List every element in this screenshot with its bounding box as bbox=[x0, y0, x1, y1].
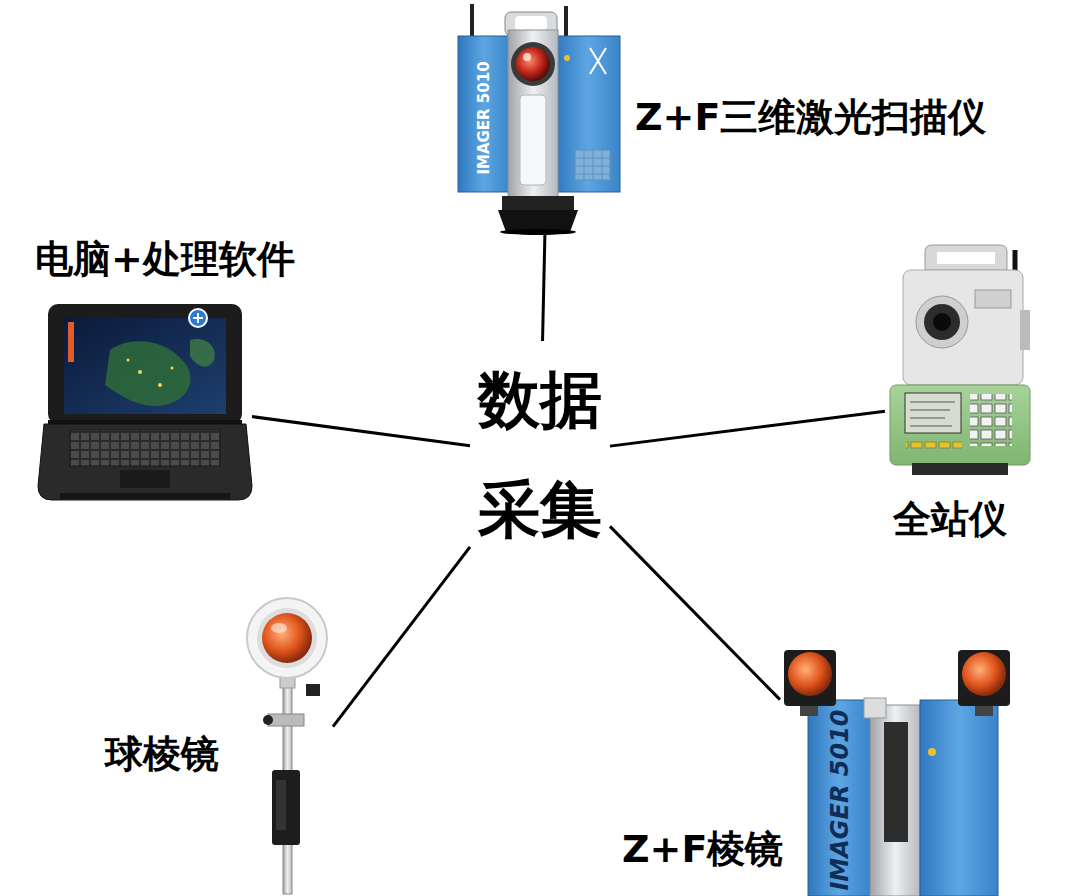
display-lines bbox=[910, 402, 955, 426]
city-light bbox=[171, 367, 174, 370]
station-body bbox=[903, 270, 1023, 385]
telescope-lens bbox=[924, 304, 960, 340]
device-label: 球棱镜 bbox=[105, 733, 219, 777]
laptop-screen bbox=[64, 318, 226, 414]
logo-mark bbox=[590, 48, 606, 74]
touchpad bbox=[120, 470, 170, 488]
handle-hole bbox=[515, 16, 547, 30]
status-dot bbox=[564, 55, 570, 61]
rod-clamp bbox=[268, 714, 304, 726]
station-lower-body bbox=[890, 385, 1030, 465]
prism-holder bbox=[784, 650, 836, 706]
telescope-ring bbox=[916, 296, 968, 348]
tribrach bbox=[498, 210, 578, 232]
lens-highlight bbox=[523, 53, 531, 61]
laptop-handle bbox=[60, 493, 230, 499]
device-label: Z+F三维激光扫描仪 bbox=[635, 96, 986, 140]
station-keypad bbox=[970, 394, 1012, 446]
connector-line bbox=[333, 547, 470, 727]
prism-glass bbox=[962, 652, 1006, 696]
device-label: Z+F棱镜 bbox=[622, 828, 783, 872]
city-light bbox=[127, 359, 130, 362]
prism-glass bbox=[788, 652, 832, 696]
tribrach bbox=[912, 463, 1008, 475]
scanner-panel bbox=[556, 36, 620, 192]
center-topic: 数据 采集 bbox=[470, 341, 610, 569]
rod-bracket bbox=[272, 770, 300, 845]
prism-glass bbox=[262, 613, 312, 663]
city-light bbox=[158, 383, 162, 387]
laptop-base bbox=[38, 424, 252, 500]
function-keys bbox=[906, 440, 962, 449]
color-scale bbox=[68, 322, 74, 362]
model-lettering: IMAGER 5010 bbox=[475, 61, 493, 174]
device-label: 全站仪 bbox=[893, 498, 1007, 542]
connector-line bbox=[543, 235, 545, 341]
scanner-handle bbox=[864, 698, 886, 718]
connector-line bbox=[252, 417, 470, 446]
scanner-column bbox=[508, 30, 558, 198]
tribrach-foot bbox=[500, 229, 576, 235]
glass-highlight bbox=[271, 623, 287, 633]
connector-line bbox=[610, 526, 780, 699]
antenna bbox=[564, 6, 568, 38]
antenna bbox=[470, 4, 474, 38]
vent-lines bbox=[575, 150, 610, 180]
clamp-screw bbox=[263, 715, 273, 725]
side-knob bbox=[1020, 310, 1030, 350]
model-lettering: IMAGER 5010 bbox=[826, 709, 854, 890]
scanner-panel bbox=[808, 700, 870, 896]
sphere-prism-picture bbox=[247, 598, 327, 894]
plus-sign bbox=[193, 313, 203, 323]
station-display bbox=[905, 393, 961, 433]
prism-holder bbox=[958, 650, 1010, 706]
topic-text: 数据 采集 bbox=[478, 345, 602, 565]
scanner-window bbox=[520, 95, 546, 185]
laser-scanner-picture bbox=[458, 4, 620, 235]
prism-housing bbox=[247, 598, 327, 678]
device-node: 球棱镜 bbox=[245, 595, 333, 896]
map-land bbox=[105, 341, 191, 406]
connector-line bbox=[610, 411, 885, 446]
scanner-column bbox=[870, 705, 920, 896]
scanner-base bbox=[502, 196, 574, 210]
station-handle bbox=[925, 245, 1007, 270]
clamp-knob bbox=[306, 684, 320, 696]
scanner-panel bbox=[920, 700, 998, 896]
city-light bbox=[138, 370, 142, 374]
laptop-picture bbox=[38, 304, 252, 500]
keyboard bbox=[70, 430, 220, 466]
handle-hole bbox=[937, 252, 995, 264]
scanner-window bbox=[884, 722, 908, 842]
scanner-lens bbox=[516, 47, 550, 81]
total-station-picture bbox=[890, 245, 1030, 475]
scanner-prism-picture bbox=[784, 650, 1010, 896]
station-sight bbox=[975, 290, 1011, 308]
laptop-lid bbox=[48, 304, 242, 424]
scanner-panel bbox=[458, 36, 510, 192]
prism-ring bbox=[257, 608, 317, 668]
plus-icon bbox=[189, 309, 207, 327]
bracket-slot bbox=[276, 780, 286, 830]
lens-housing bbox=[511, 42, 555, 86]
device-node: 全站仪 bbox=[885, 245, 1030, 475]
status-dot bbox=[928, 748, 936, 756]
vent-grid bbox=[575, 150, 610, 180]
telescope-core bbox=[933, 313, 951, 331]
device-node: Z+F棱镜 bbox=[780, 640, 1012, 896]
device-label: 电脑+处理软件 bbox=[35, 238, 295, 282]
map-land bbox=[190, 339, 215, 367]
device-node: 电脑+处理软件 bbox=[40, 304, 252, 501]
